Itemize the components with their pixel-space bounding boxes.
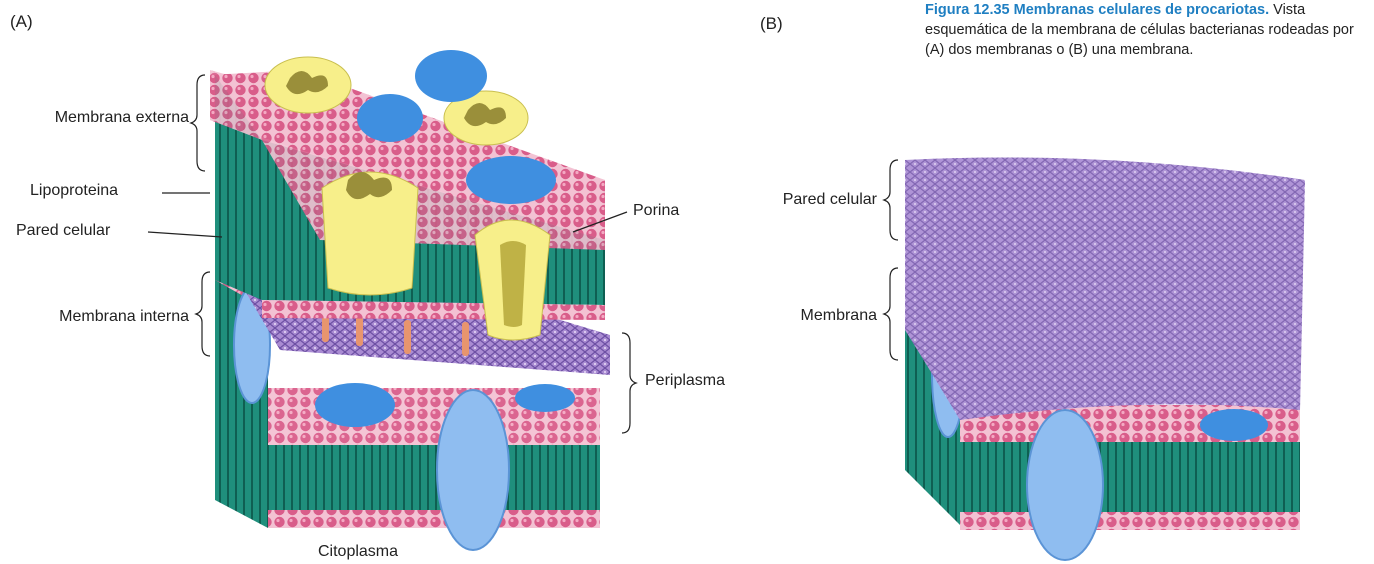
label-cell-wall-a: Pared celular	[16, 222, 110, 240]
membrane-protein-1	[315, 383, 395, 427]
porin-cutaway	[475, 220, 550, 340]
caption-title: Figura 12.35 Membranas celulares de proc…	[925, 2, 1269, 18]
label-outer-membrane: Membrana externa	[55, 109, 189, 127]
panel-b-tag: (B)	[760, 14, 783, 34]
outer-membrane-block	[210, 50, 605, 340]
transmembrane-protein-b	[1027, 410, 1103, 560]
label-porin: Porina	[633, 202, 679, 220]
panel-a-tag: (A)	[10, 12, 33, 32]
outer-protein-2	[357, 94, 423, 142]
label-inner-membrane: Membrana interna	[59, 308, 189, 326]
outer-protein-3	[466, 156, 556, 204]
transmembrane-protein	[437, 390, 509, 550]
panel-b-diagram	[884, 158, 1305, 561]
label-membrane-b: Membrana	[801, 307, 877, 325]
label-cytoplasm: Citoplasma	[318, 543, 398, 561]
label-periplasm: Periplasma	[645, 372, 725, 390]
label-cell-wall-b: Pared celular	[783, 191, 877, 209]
membrane-protein-b	[1200, 409, 1268, 441]
porin-trimer-1	[265, 57, 351, 113]
outer-protein-1	[415, 50, 487, 102]
label-lipoprotein: Lipoproteina	[30, 182, 118, 200]
panel-b-leader-lines	[884, 160, 898, 360]
figure-caption: Figura 12.35 Membranas celulares de proc…	[925, 0, 1365, 60]
membrane-protein-2	[515, 384, 575, 412]
panel-a-diagram	[148, 50, 636, 550]
porin-trimer-3	[322, 172, 418, 295]
